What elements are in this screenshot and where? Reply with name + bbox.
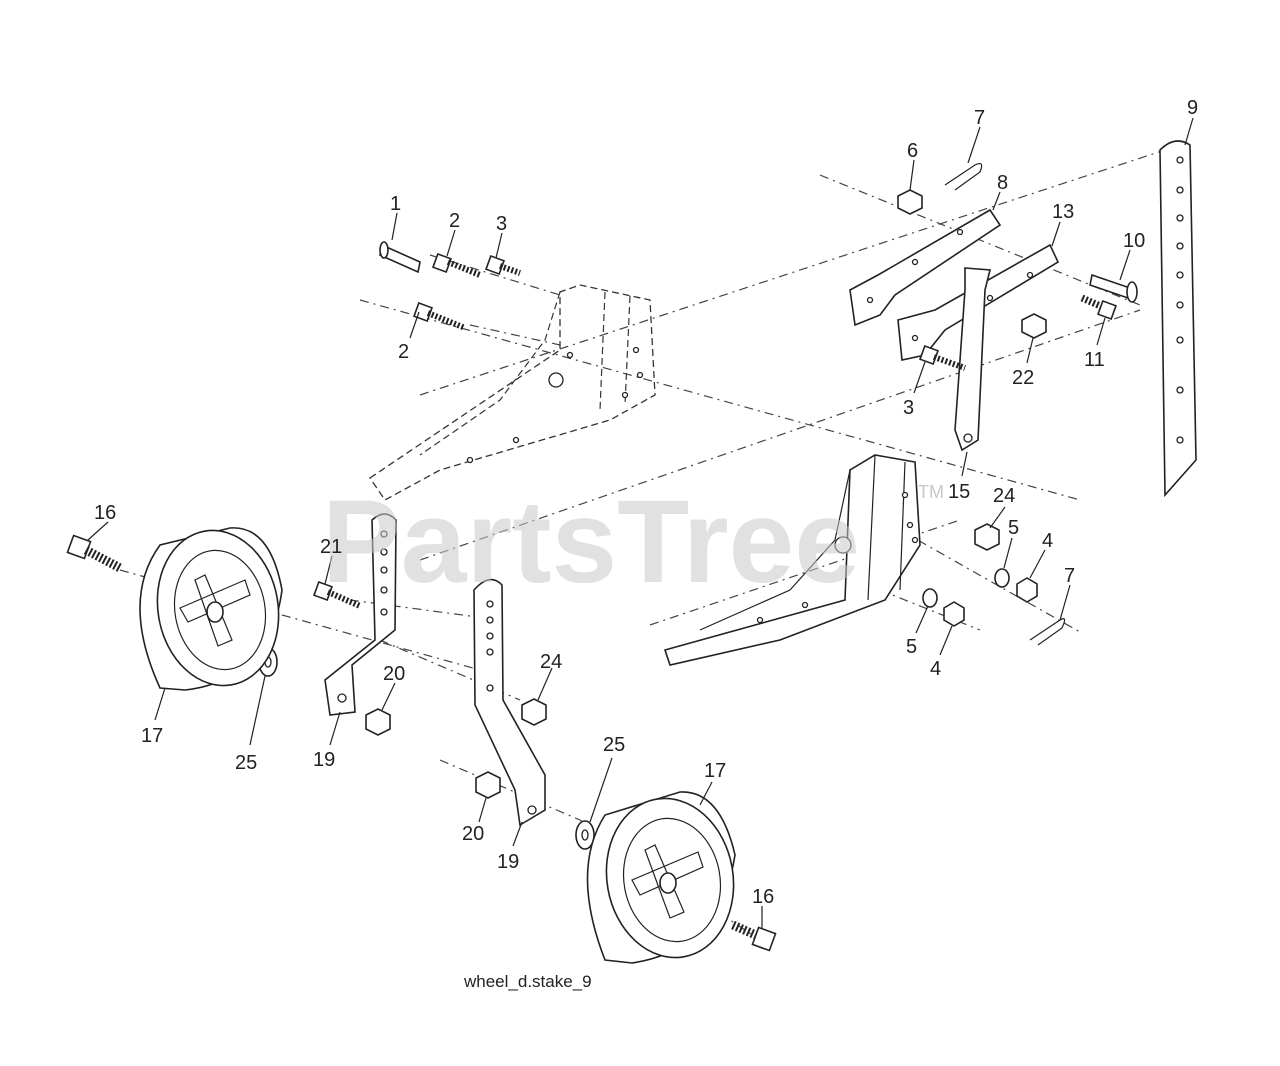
hardware bbox=[66, 162, 1138, 952]
part-label-24-right: 24 bbox=[993, 485, 1015, 507]
part-label-25-right: 25 bbox=[603, 734, 625, 756]
stake-lever bbox=[954, 267, 992, 452]
part-label-5-lower: 5 bbox=[906, 636, 917, 658]
part-label-3-upper: 3 bbox=[496, 213, 507, 235]
part-label-7-upper: 7 bbox=[974, 107, 985, 129]
nut-24-center bbox=[521, 698, 547, 726]
part-label-21: 21 bbox=[320, 536, 342, 558]
clevis-pin-1 bbox=[379, 241, 421, 274]
part-label-2-upper: 2 bbox=[449, 210, 460, 232]
part-label-4-right: 4 bbox=[1042, 530, 1053, 552]
part-label-10: 10 bbox=[1123, 230, 1145, 252]
part-label-19-left: 19 bbox=[313, 749, 335, 771]
part-label-9: 9 bbox=[1187, 97, 1198, 119]
part-label-17-right: 17 bbox=[704, 760, 726, 782]
part-label-8: 8 bbox=[997, 172, 1008, 194]
part-label-16-right: 16 bbox=[752, 886, 774, 908]
part-label-15: 15 bbox=[948, 481, 970, 503]
nut-4-right bbox=[1016, 577, 1038, 603]
part-label-20-upper: 20 bbox=[383, 663, 405, 685]
nut-6 bbox=[897, 189, 923, 215]
part-label-6: 6 bbox=[907, 140, 918, 162]
nut-20-lower bbox=[475, 771, 501, 799]
part-label-4-lower: 4 bbox=[930, 658, 941, 680]
bolt-2-upper bbox=[432, 253, 482, 278]
bolt-11 bbox=[1080, 294, 1117, 320]
nut-22 bbox=[1021, 313, 1047, 339]
part-label-16-left: 16 bbox=[94, 502, 116, 524]
part-label-22: 22 bbox=[1012, 367, 1034, 389]
part-label-2-lower: 2 bbox=[398, 341, 409, 363]
wheel-bracket-left bbox=[324, 513, 397, 716]
wheel-bracket-right bbox=[473, 578, 546, 827]
left-frame-bracket bbox=[369, 284, 656, 501]
part-label-20-lower: 20 bbox=[462, 823, 484, 845]
bolt-3-right bbox=[919, 345, 967, 371]
diagram-caption: wheel_d.stake_9 bbox=[463, 972, 592, 991]
bolt-2-lower bbox=[413, 302, 467, 331]
leader-lines bbox=[87, 117, 1194, 928]
watermark-text: PartsTree bbox=[322, 476, 860, 608]
part-label-11: 11 bbox=[1084, 349, 1105, 371]
part-labels: 1 2 3 2 6 7 8 9 13 10 11 22 3 15 24 5 4 … bbox=[94, 97, 1198, 908]
part-label-24-center: 24 bbox=[540, 651, 562, 673]
nut-4-lower bbox=[943, 601, 965, 627]
part-label-19-right: 19 bbox=[497, 851, 519, 873]
stake-bracket-upper bbox=[849, 208, 1002, 327]
right-frame-bracket bbox=[663, 454, 921, 666]
wheel-left bbox=[139, 527, 283, 691]
bolt-16-right bbox=[731, 920, 777, 952]
depth-stake bbox=[1159, 140, 1197, 498]
part-label-13: 13 bbox=[1052, 201, 1074, 223]
part-label-17-left: 17 bbox=[141, 725, 163, 747]
bolt-16-left bbox=[66, 534, 123, 572]
lock-washer-5-right bbox=[994, 568, 1010, 588]
nut-24-right bbox=[974, 523, 1000, 551]
part-label-1: 1 bbox=[390, 193, 401, 215]
part-label-7-lower: 7 bbox=[1064, 565, 1075, 587]
lock-washer-5-lower bbox=[922, 588, 938, 608]
wheel-right bbox=[586, 791, 736, 964]
nut-20-upper bbox=[365, 708, 391, 736]
bolt-21 bbox=[313, 581, 362, 609]
part-label-3-right: 3 bbox=[903, 397, 914, 419]
part-label-5-right: 5 bbox=[1008, 517, 1019, 539]
watermark: PartsTree TM bbox=[322, 476, 944, 608]
hair-pin-7-upper bbox=[944, 162, 983, 191]
bolt-3-upper bbox=[485, 255, 521, 276]
pin-10 bbox=[1089, 273, 1138, 303]
hair-pin-7-lower bbox=[1029, 618, 1066, 646]
watermark-trademark: TM bbox=[918, 482, 944, 502]
part-label-25-left: 25 bbox=[235, 752, 257, 774]
